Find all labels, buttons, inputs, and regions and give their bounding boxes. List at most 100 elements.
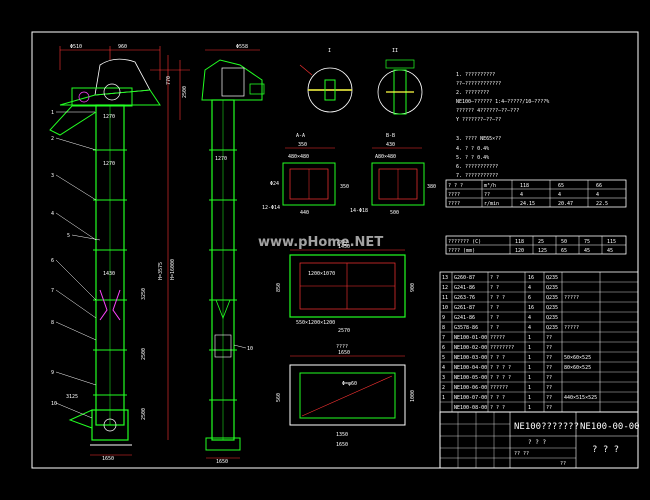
parts-list-cell: 50×60×525	[564, 355, 591, 361]
parts-list-cell: NE100-03-00	[454, 355, 487, 361]
head-hood	[94, 58, 151, 96]
parts-list-cell: ????????	[490, 345, 514, 351]
detail-b-bl: 14-Φ18	[350, 208, 368, 214]
spec-table-1-cell: 4	[596, 192, 599, 198]
callout-2: 2	[51, 136, 54, 142]
spec-table-1-cell: ??	[484, 192, 490, 198]
discharge-chute	[49, 105, 97, 136]
detail-b-bottom: 500	[390, 210, 399, 216]
detail-b-inner: A80×480	[375, 154, 396, 160]
side-motor	[249, 83, 265, 95]
spec-table-2-cell: 75	[584, 239, 590, 245]
dim-top-a: Φ510	[70, 44, 82, 50]
detail-b-b: B-B 430 A80×480 380 500 14-Φ18	[350, 133, 436, 216]
parts-list-cell: ? ? ?	[490, 405, 505, 411]
parts-list-cell: ? ? ? ?	[490, 365, 511, 371]
spec-table-2-cell: 125	[538, 248, 547, 254]
section-mark-i: I	[328, 48, 331, 54]
detail-b-title: B-B	[386, 133, 395, 139]
parts-list-cell: ??	[546, 345, 552, 351]
dim-mid-b: 1270	[103, 161, 115, 167]
parts-list-cell: 1	[528, 335, 531, 341]
frame-plan-title: ????	[336, 240, 348, 246]
title-sheet: ?? ??	[514, 451, 529, 457]
spec-table-1-cell: 118	[520, 183, 529, 189]
detail-a-bl: 12-Φ14	[262, 205, 280, 211]
note-line: NE100—?????? 1:4—?????/10—????%	[456, 99, 549, 105]
title-block: NE100??????? NE100-00-00 ? ? ? ? ? ? ?? …	[439, 411, 640, 469]
spec-table-1-cell: 4	[520, 192, 523, 198]
parts-list-cell: 11	[442, 295, 448, 301]
parts-list-cell: ?????	[564, 325, 579, 331]
dim-top-c: 770	[166, 76, 172, 85]
parts-list-cell: 8	[442, 325, 445, 331]
parts-list-cell: G260-87	[454, 275, 475, 281]
base-plan-bottom-a: 1350	[336, 432, 348, 438]
parts-list-cell: 9	[442, 315, 445, 321]
parts-list-cell: ??	[546, 335, 552, 341]
base-plan-top: 1650	[338, 350, 350, 356]
parts-list-cell: 1	[528, 375, 531, 381]
parts-list-cell: Q235	[546, 325, 558, 331]
base-plan-bottom-b: 1650	[336, 442, 348, 448]
spec-table-1-cell: ????	[448, 192, 460, 198]
parts-list-cell: ? ?	[490, 285, 499, 291]
parts-list-cell: 4	[528, 285, 531, 291]
parts-list-cell: ? ? ?	[490, 295, 505, 301]
parts-list-cell: ? ?	[490, 325, 499, 331]
dim-mid-a: 1270	[103, 114, 115, 120]
side-elevation-view: Φ558 1270 1650 10	[201, 44, 265, 465]
callout-6: 6	[51, 258, 54, 264]
spec-table-1-cell: ????	[448, 201, 460, 207]
parts-list-cell: 1	[528, 365, 531, 371]
note-line: ?????? 4??????—??—???	[456, 108, 519, 114]
spec-table-1-cell: ? ? ?	[448, 183, 463, 189]
parts-list-cell: 4	[528, 325, 531, 331]
dim-mid-height: H=3575	[158, 262, 164, 280]
parts-list-cell: ??	[546, 365, 552, 371]
detail-a-wtop: 350	[298, 142, 307, 148]
parts-list-cell: 1	[528, 395, 531, 401]
parts-list-cell: NE100-04-00	[454, 365, 487, 371]
dim-bottom-b: 1650	[102, 456, 114, 462]
callout-8: 8	[51, 320, 54, 326]
detail-a-title: A-A	[296, 133, 305, 139]
detail-b-wtop: 430	[386, 142, 395, 148]
base-plan-left: 560	[276, 393, 282, 402]
parts-list-cell: ? ? ? ?	[490, 375, 511, 381]
parts-list-cell: ? ? ?	[490, 395, 505, 401]
parts-list-cell: ??????	[490, 385, 508, 391]
detail-b-side: 380	[427, 184, 436, 190]
frame-plan-bottom-b: 2570	[338, 328, 350, 334]
frame-plan-right: 900	[410, 283, 416, 292]
spec-table-1-cell: 24.15	[520, 201, 535, 207]
base-plan-right: 1000	[410, 390, 416, 402]
parts-list-cell: NE100-06-00	[454, 385, 487, 391]
side-head	[201, 59, 263, 101]
parts-list-cell: 13	[442, 275, 448, 281]
title-drawing-number: NE100-00-00	[580, 422, 640, 432]
spec-table-1-cell: 22.5	[596, 201, 608, 207]
parts-list-cell: 7	[442, 335, 445, 341]
note-line: 2. ????????	[456, 90, 489, 96]
note-line: 5. ? ? 0.4%	[456, 155, 489, 161]
parts-list-cell: NE100-01-00	[454, 335, 487, 341]
feed-inlet	[68, 409, 93, 429]
parts-list-cell: NE100-07-00	[454, 395, 487, 401]
parts-list-cell: 440×515×525	[564, 395, 597, 401]
parts-list-cell: Q235	[546, 285, 558, 291]
title-scale: ??	[560, 461, 566, 467]
parts-list-cell: Q235	[546, 315, 558, 321]
parts-list-cell: 2	[442, 385, 445, 391]
spec-table-1-cell: 20.47	[558, 201, 573, 207]
dim-top-b: 960	[118, 44, 127, 50]
side-dim-bottom: 1650	[216, 459, 228, 465]
parts-list-cell: 1	[528, 405, 531, 411]
parts-list-cell: 1	[528, 355, 531, 361]
side-callout: 10	[247, 346, 253, 352]
spec-table-2-cell: 25	[538, 239, 544, 245]
drive-sprocket	[103, 83, 121, 101]
